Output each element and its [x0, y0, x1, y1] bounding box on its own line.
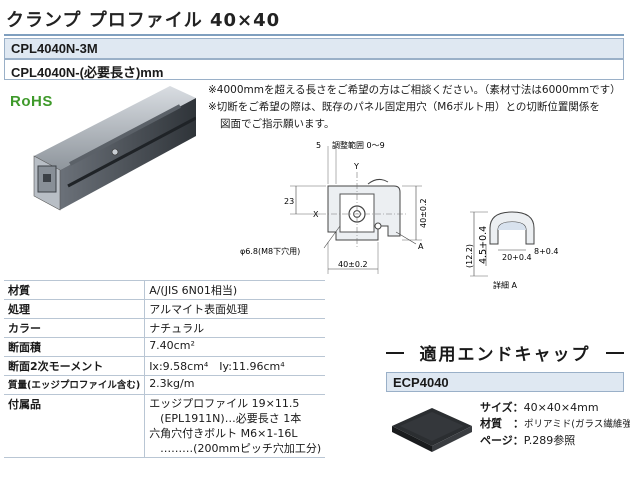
spec-key: 質量(エッジプロファイル含む)	[4, 375, 146, 395]
accessories-list: エッジプロファイル 19×11.5 (EPL1911N)…必要長さ 1本 六角穴…	[144, 394, 326, 458]
cross-section-drawing: Y X 5 調整範囲 0～9 23 40±0.2 40±0.2 φ6.8(M8下…	[240, 140, 559, 290]
spec-key: 断面積	[4, 337, 146, 357]
dim-5: 5	[316, 141, 321, 150]
cap-material-value: ポリアミド(ガラス繊維強化)	[524, 419, 630, 430]
table-row: 付属品 エッジプロファイル 19×11.5 (EPL1911N)…必要長さ 1本…	[4, 394, 326, 458]
accessory-line: エッジプロファイル 19×11.5	[149, 397, 300, 410]
heading-rule	[606, 352, 624, 354]
end-cap-model: ECP4040	[386, 372, 624, 392]
detail-dim-20: 20+0.4	[502, 253, 532, 262]
profile-photo	[33, 86, 196, 211]
dim-40-vertical: 40±0.2	[419, 198, 428, 228]
cap-material-label: 材質 ：	[480, 417, 524, 430]
spec-value: ナチュラル	[144, 318, 326, 338]
cap-size-label: サイズ：	[480, 401, 524, 414]
model-number-3m: CPL4040N-3M	[4, 38, 624, 59]
page-title: クランプ プロファイル 40×40	[6, 10, 281, 31]
accessory-line: (EPL1911N)…必要長さ 1本	[149, 412, 302, 425]
table-row: 処理アルマイト表面処理	[4, 299, 326, 319]
table-row: 質量(エッジプロファイル含む)2.3kg/m	[4, 375, 326, 395]
cap-page-value: P.289参照	[523, 434, 576, 447]
detail-a-marker: A	[418, 242, 424, 251]
spec-value: A/(JIS 6N01相当)	[144, 280, 326, 300]
x-axis-label: X	[313, 210, 319, 219]
spec-key: 処理	[4, 299, 146, 319]
end-cap-specs: サイズ：40×40×4mm 材質 ：ポリアミド(ガラス繊維強化) ページ：P.2…	[480, 400, 630, 449]
end-cap-heading: 適用エンドキャップ	[419, 345, 591, 365]
rohs-logo: RoHS	[10, 93, 53, 110]
dim-40-horizontal: 40±0.2	[338, 260, 368, 269]
spec-value: Ix:9.58cm⁴ Iy:11.96cm⁴	[144, 356, 326, 376]
detail-dim-4-5: 4.5+0.4	[478, 226, 489, 264]
notes: ※4000mmを超える長さをご希望の方はご相談ください。（素材寸法は6000mm…	[208, 82, 621, 133]
adjust-range-label: 調整範囲 0～9	[332, 140, 385, 150]
spec-key: 材質	[4, 280, 146, 300]
note-line: ※切断をご希望の際は、既存のパネル固定用穴（M6ボルト用）との切断位置関係を	[208, 101, 600, 113]
cap-page-label: ページ：	[480, 434, 524, 447]
note-line: 図面でご指示願います。	[220, 118, 335, 130]
dim-23: 23	[284, 197, 294, 206]
title-rule	[4, 34, 624, 36]
spec-key: 断面2次モーメント	[4, 356, 146, 376]
table-row: カラーナチュラル	[4, 318, 326, 338]
spec-key: 付属品	[4, 394, 146, 458]
accessory-line: ………(200mmピッチ穴加工分)	[149, 442, 322, 455]
y-axis-label: Y	[353, 162, 359, 171]
heading-rule	[386, 352, 404, 354]
detail-dim-8: 8+0.4	[534, 247, 559, 256]
note-line: ※4000mmを超える長さをご希望の方はご相談ください。（素材寸法は6000mm…	[208, 84, 621, 96]
detail-caption: 詳細 A	[493, 280, 518, 290]
cap-size-value: 40×40×4mm	[523, 401, 599, 414]
hole-note: φ6.8(M8下穴用)	[240, 246, 300, 256]
accessory-line: 六角穴付きボルト M6×1-16L	[149, 427, 298, 440]
spec-value: 2.3kg/m	[144, 375, 326, 395]
spec-key: カラー	[4, 318, 146, 338]
spec-value: アルマイト表面処理	[144, 299, 326, 319]
model-number-custom: CPL4040N-(必要長さ)mm	[4, 59, 624, 80]
spec-value: 7.40cm²	[144, 337, 326, 357]
end-cap-photo	[392, 408, 472, 452]
detail-dim-12-2: (12.2)	[465, 244, 474, 268]
